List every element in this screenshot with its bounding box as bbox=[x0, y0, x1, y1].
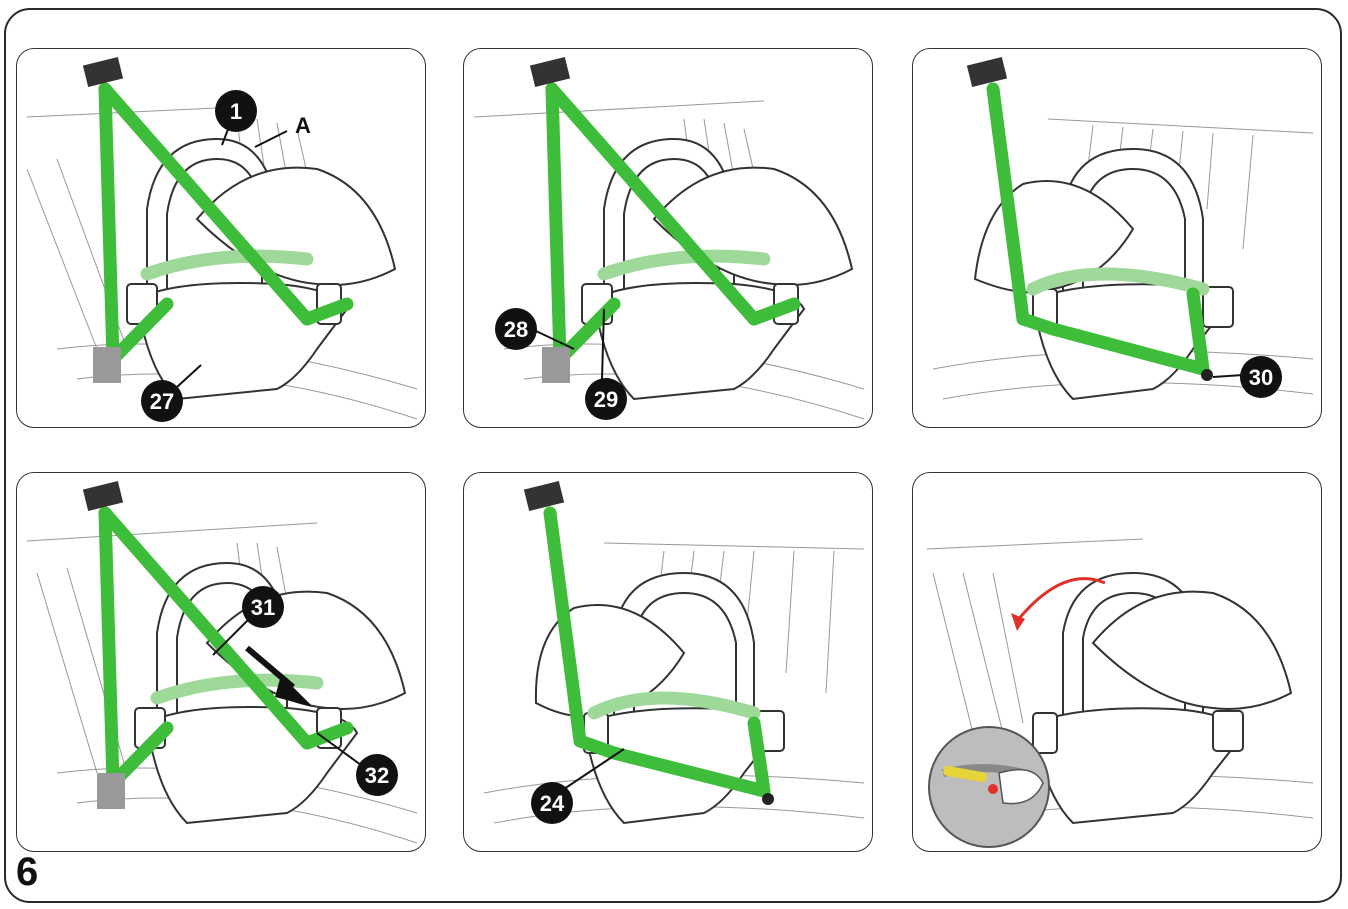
rotate-arrow-icon bbox=[1011, 577, 1106, 631]
label-24: 24 bbox=[540, 791, 565, 816]
label-1: 1 bbox=[230, 99, 242, 124]
panel-step-2: 28 29 bbox=[463, 48, 873, 428]
panel-step-5: 24 bbox=[463, 472, 873, 852]
panel-step-6 bbox=[912, 472, 1322, 852]
label-27: 27 bbox=[150, 389, 174, 414]
label-31: 31 bbox=[251, 595, 275, 620]
figure-number: 6 bbox=[16, 850, 39, 894]
label-30: 30 bbox=[1249, 365, 1273, 390]
panel-step-3: 30 bbox=[912, 48, 1322, 428]
panel-step-1: 1 A 27 bbox=[16, 48, 426, 428]
label-a: A bbox=[295, 113, 311, 138]
buckle-detail-inset bbox=[928, 726, 1050, 848]
label-32: 32 bbox=[365, 763, 389, 788]
panel-step-4: 31 32 bbox=[16, 472, 426, 852]
label-28: 28 bbox=[504, 317, 528, 342]
push-arrow-icon bbox=[245, 645, 313, 707]
label-29: 29 bbox=[594, 387, 618, 412]
